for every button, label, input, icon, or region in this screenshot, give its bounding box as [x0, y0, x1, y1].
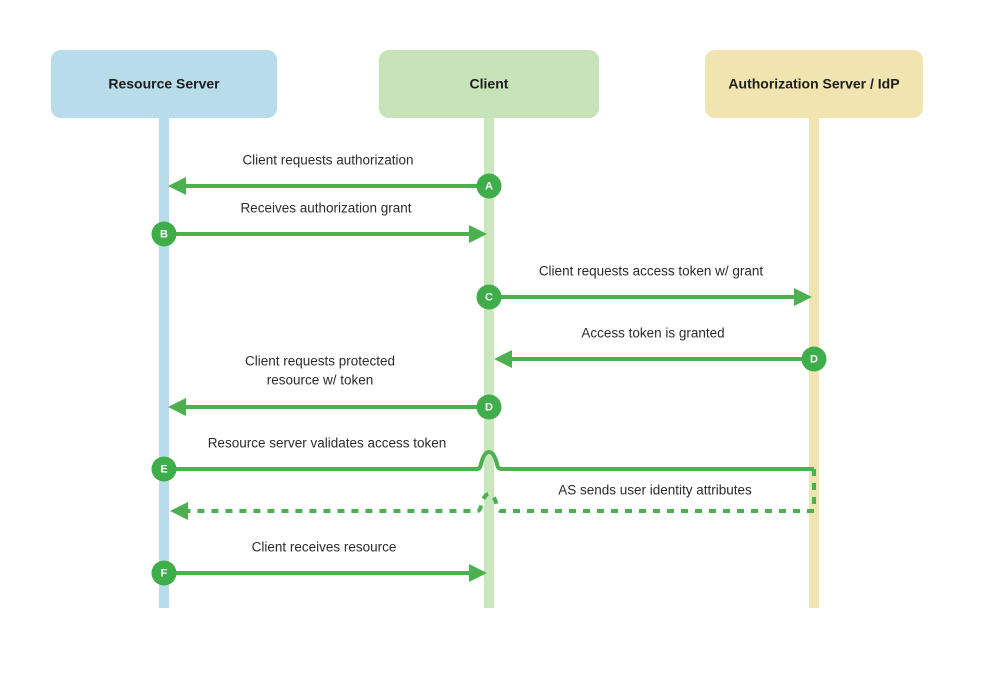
arrowhead-c	[794, 288, 812, 306]
lifeline-client	[484, 118, 494, 608]
message-marker-circle-c[interactable]	[476, 284, 502, 310]
arrowhead-b	[469, 225, 487, 243]
actor-label-client: Client	[470, 76, 509, 92]
message-marker-label-d1: D	[810, 354, 818, 366]
message-f[interactable]: Client receives resource F	[151, 540, 488, 586]
actor-client[interactable]: Client	[379, 50, 599, 118]
message-line-e	[164, 449, 814, 471]
lifeline-resource-server	[159, 118, 169, 608]
message-b[interactable]: Receives authorization grant B	[151, 201, 488, 247]
arrowhead-d1	[494, 350, 512, 368]
message-label-d1: Access token is granted	[581, 326, 724, 341]
message-label-as-identity-attributes: AS sends user identity attributes	[558, 483, 752, 498]
message-label-e: Resource server validates access token	[208, 436, 447, 451]
message-marker-circle-d1[interactable]	[801, 346, 827, 372]
message-label-d2-line2: resource w/ token	[267, 373, 374, 388]
actor-box-authorization-server[interactable]	[705, 50, 923, 118]
message-marker-circle-b[interactable]	[151, 221, 177, 247]
arrowhead-as-identity-attributes	[170, 502, 188, 520]
message-marker-circle-a[interactable]	[476, 173, 502, 199]
actor-label-resource-server: Resource Server	[108, 76, 220, 92]
message-marker-label-d2: D	[485, 402, 493, 414]
message-a[interactable]: Client requests authorization A	[168, 153, 502, 199]
message-label-a: Client requests authorization	[242, 153, 413, 168]
message-d2[interactable]: Client requests protected resource w/ to…	[168, 354, 502, 420]
message-marker-circle-f[interactable]	[151, 560, 177, 586]
message-label-d2-line1: Client requests protected	[245, 354, 395, 369]
message-d1[interactable]: Access token is granted D	[494, 326, 827, 372]
message-marker-label-c: C	[485, 292, 493, 304]
message-marker-label-a: A	[485, 181, 493, 193]
actor-box-resource-server[interactable]	[51, 50, 277, 118]
message-as-identity-attributes[interactable]: AS sends user identity attributes	[170, 469, 816, 520]
actor-authorization-server[interactable]: Authorization Server / IdP	[705, 50, 923, 118]
message-marker-label-f: F	[161, 568, 168, 580]
message-marker-circle-e[interactable]	[151, 456, 177, 482]
message-label-c: Client requests access token w/ grant	[539, 264, 764, 279]
message-marker-circle-d2[interactable]	[476, 394, 502, 420]
message-e[interactable]: Resource server validates access token E	[151, 436, 815, 482]
message-line-as-identity-attributes	[185, 491, 814, 513]
message-marker-label-b: B	[160, 229, 168, 241]
message-label-b: Receives authorization grant	[240, 201, 411, 216]
message-c[interactable]: Client requests access token w/ grant C	[476, 264, 813, 310]
message-label-f: Client receives resource	[252, 540, 397, 555]
actor-label-authorization-server: Authorization Server / IdP	[728, 76, 899, 92]
arrowhead-d2	[168, 398, 186, 416]
arrowhead-a	[168, 177, 186, 195]
message-marker-label-e: E	[160, 464, 167, 476]
actor-box-client[interactable]	[379, 50, 599, 118]
actor-resource-server[interactable]: Resource Server	[51, 50, 277, 118]
arrowhead-f	[469, 564, 487, 582]
